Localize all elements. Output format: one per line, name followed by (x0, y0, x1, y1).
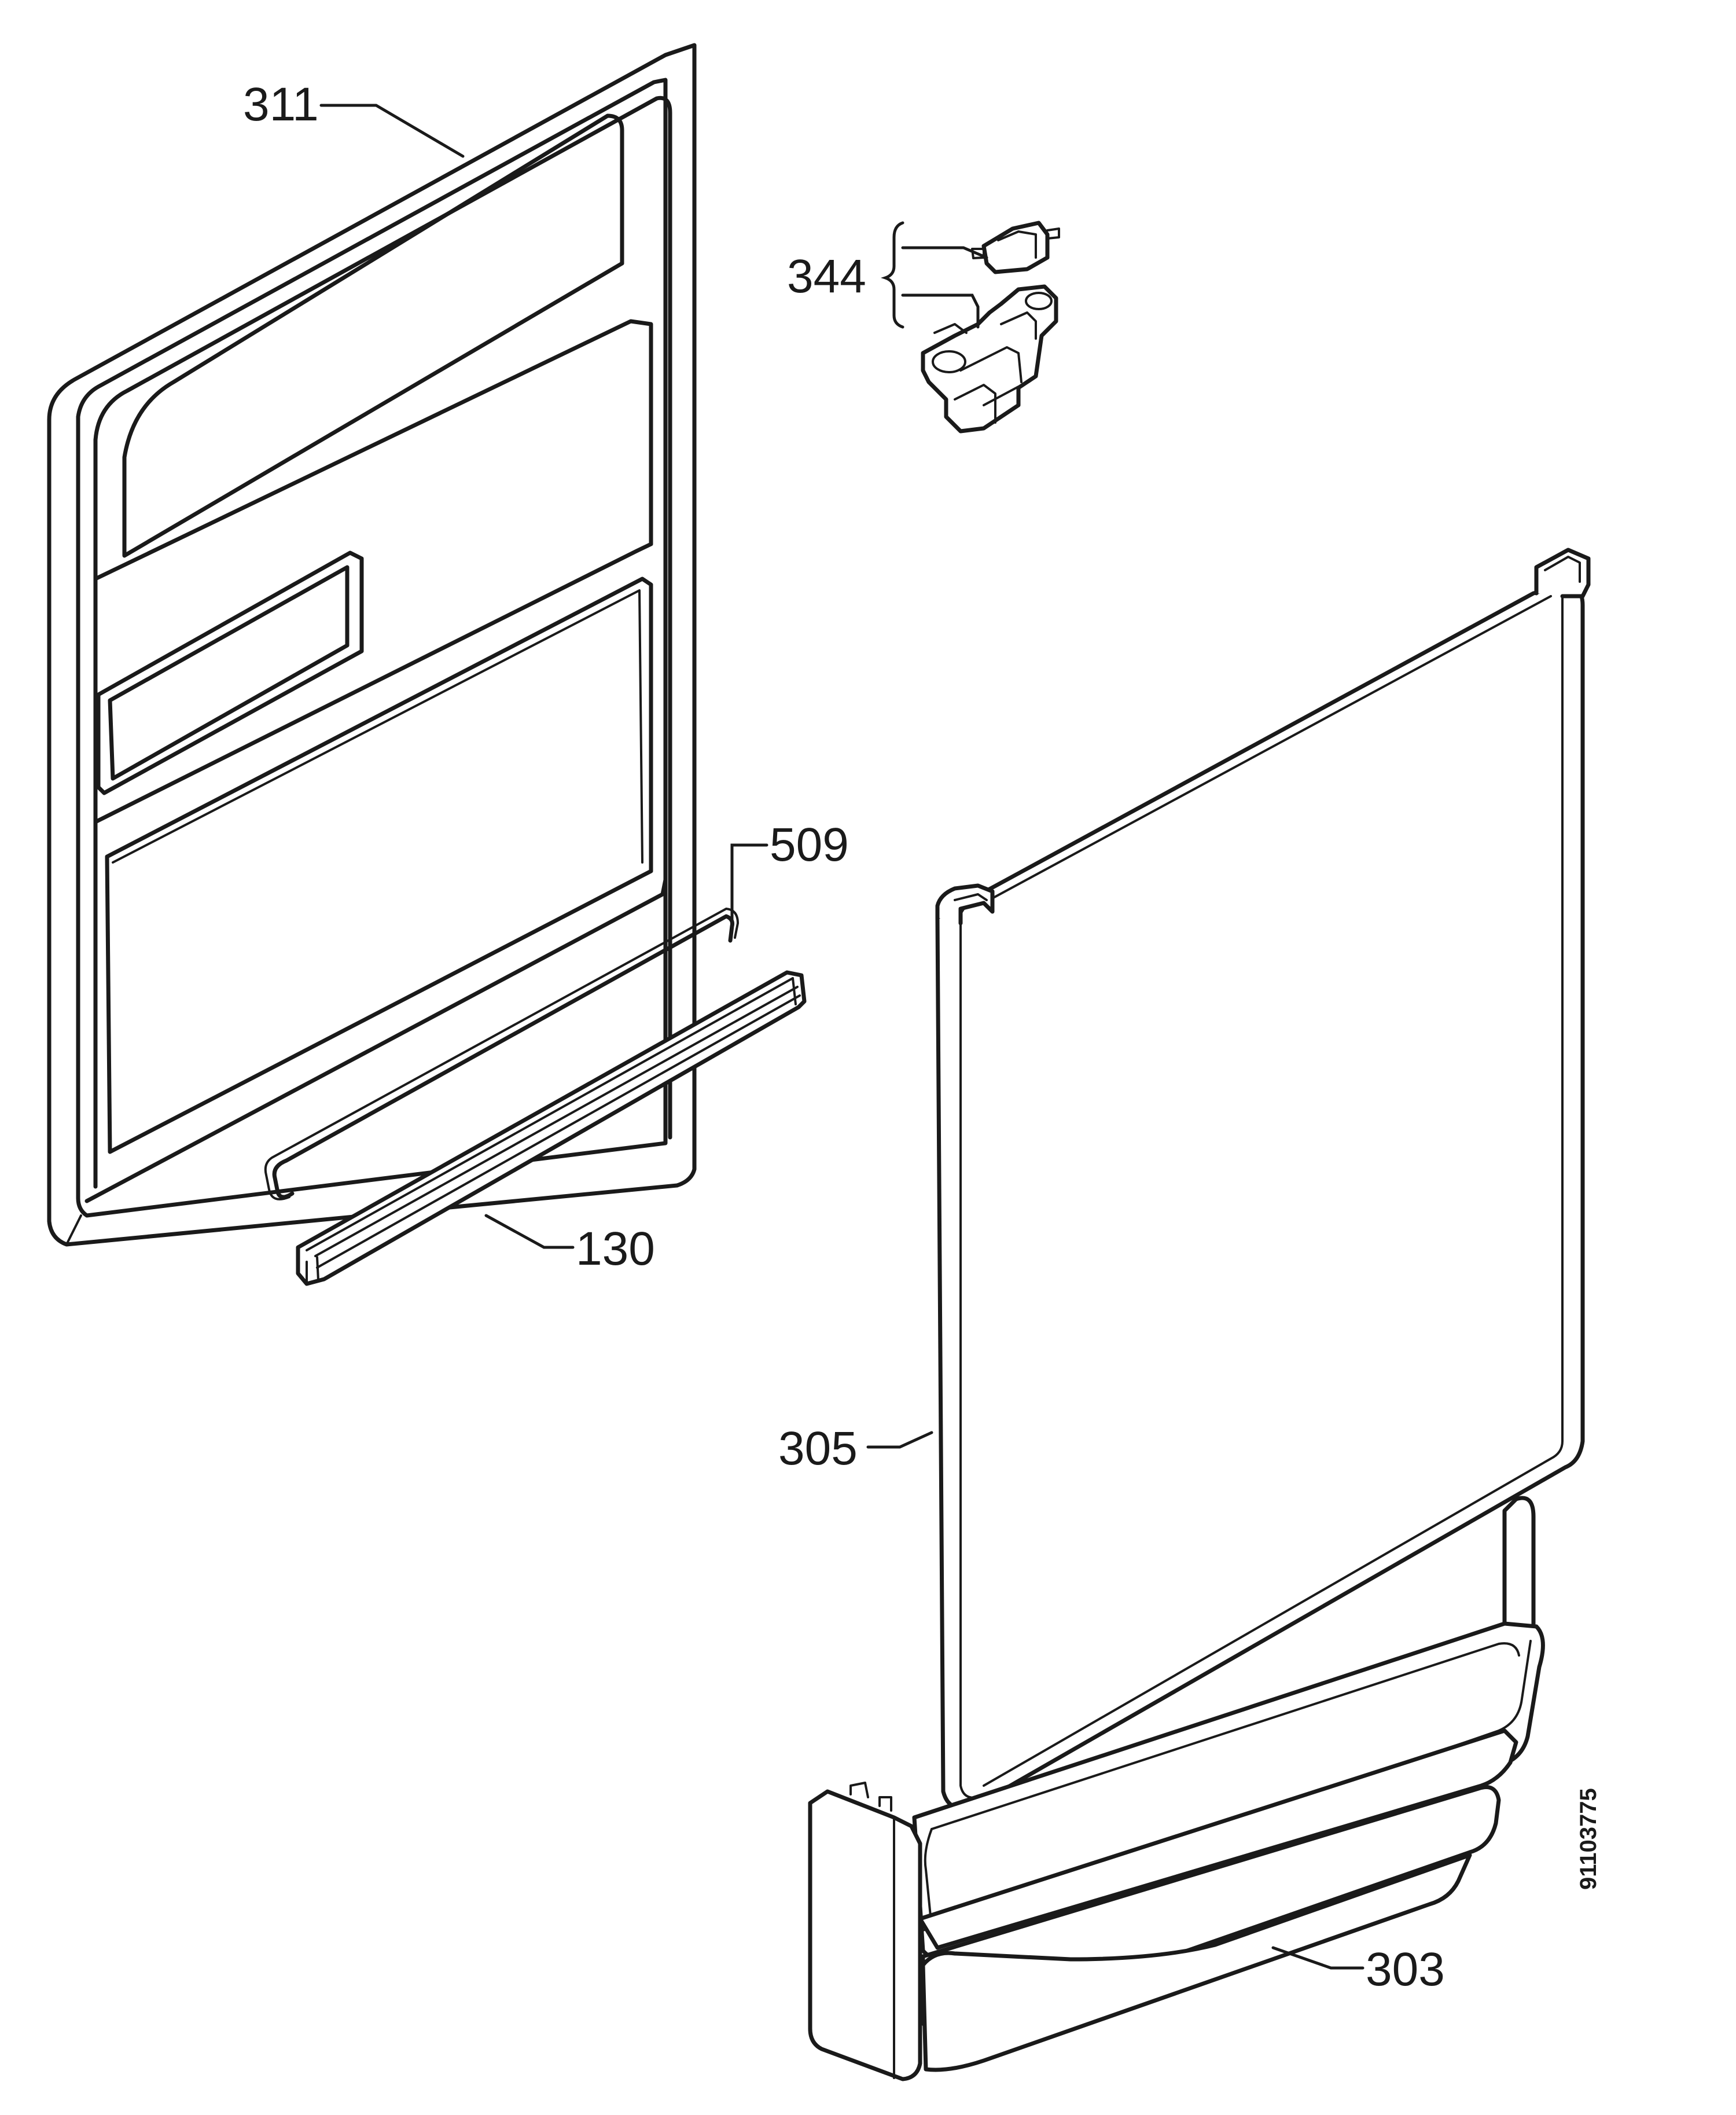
leader-311 (319, 104, 465, 158)
bottom-seal-strip (296, 970, 807, 1286)
leader-305 (866, 1431, 933, 1449)
leader-344-bottom (901, 293, 980, 329)
door-latch-assembly (921, 221, 1060, 434)
leader-303 (1271, 1946, 1364, 1970)
callout-344: 344 (787, 250, 866, 303)
leader-130 (484, 1214, 575, 1249)
document-number: 91103775 (1576, 1788, 1601, 1890)
bracket-344 (881, 221, 904, 329)
callout-303: 303 (1366, 1943, 1445, 1996)
inner-door-panel (47, 43, 697, 1247)
leader-lines (319, 104, 1364, 1970)
outer-door-panel (935, 548, 1591, 1811)
callout-509: 509 (770, 818, 849, 871)
callout-130: 130 (576, 1222, 655, 1275)
leader-344-top (901, 246, 988, 259)
leader-509 (730, 843, 768, 928)
callout-305: 305 (778, 1422, 858, 1475)
callout-311: 311 (243, 78, 319, 131)
plinth-kickplate (808, 1496, 1545, 2081)
